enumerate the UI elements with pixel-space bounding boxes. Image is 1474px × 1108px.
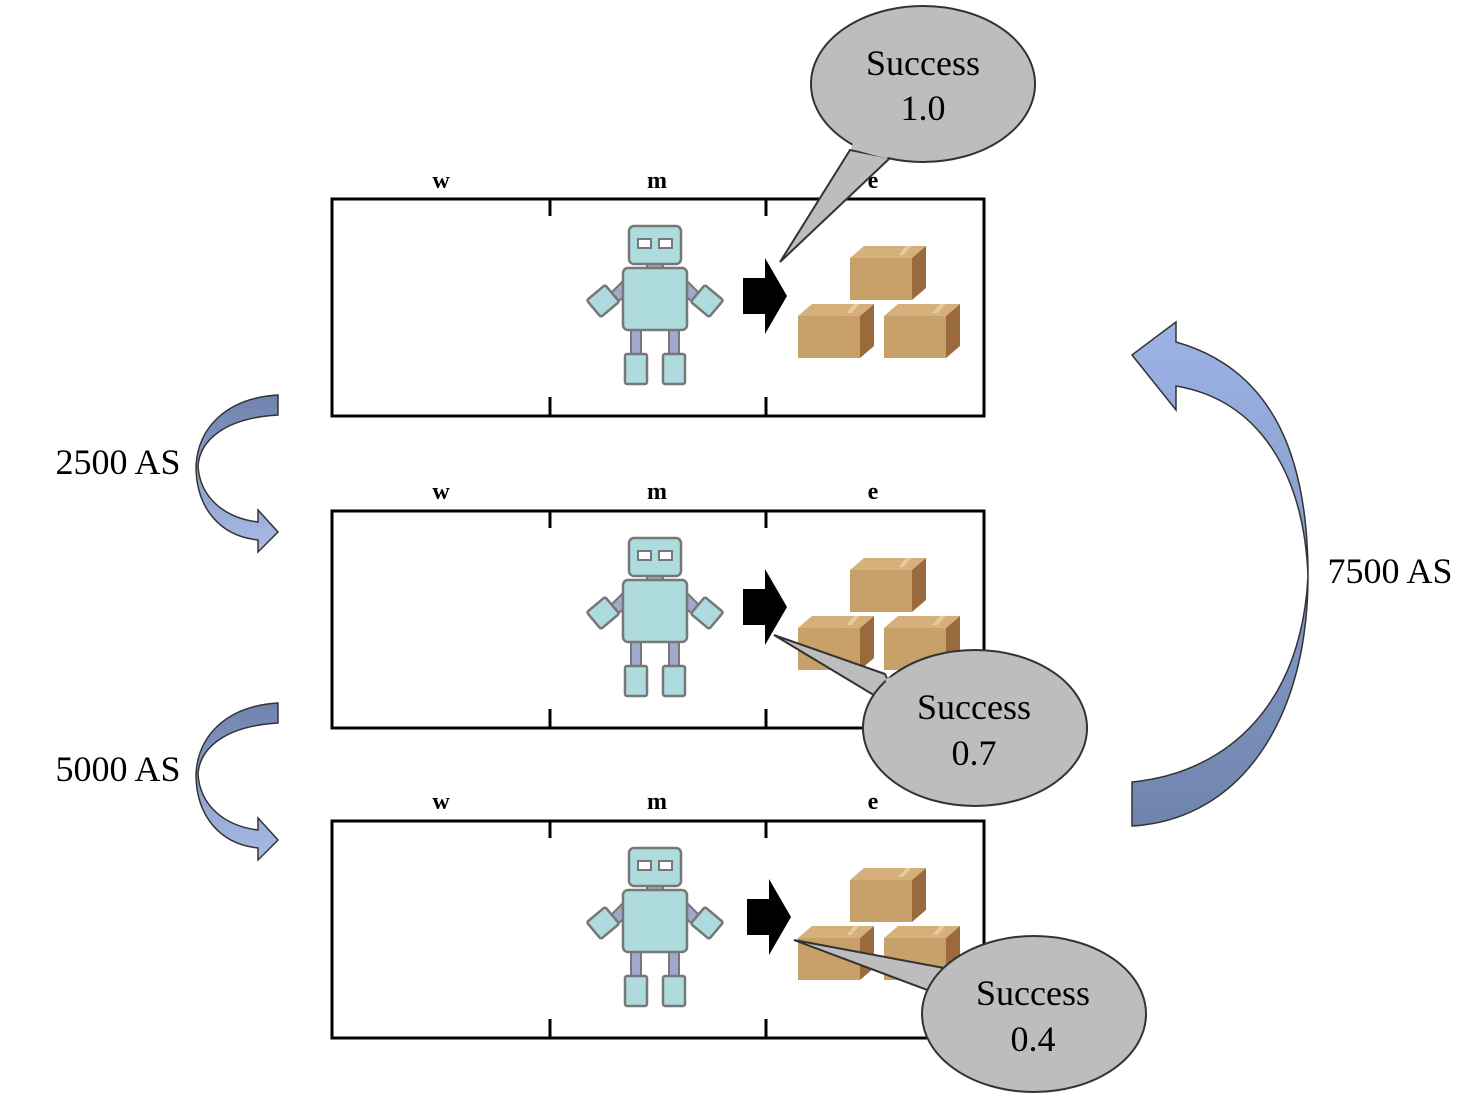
transition-label: 7500 AS: [1327, 551, 1452, 591]
curved-arrow-icon: [195, 702, 280, 862]
panel-3: w m e Success 0.4: [330, 789, 1147, 1093]
success-value: 0.7: [952, 733, 997, 773]
curved-arrow-2: 5000 AS: [55, 702, 280, 862]
curved-arrow-1: 2500 AS: [55, 394, 280, 554]
panel-2: w m e Success 0.7: [330, 479, 1088, 807]
zone-label-e: e: [868, 789, 879, 815]
zone-label-m: m: [647, 789, 667, 815]
success-value: 0.4: [1011, 1019, 1056, 1059]
transition-label: 2500 AS: [55, 442, 180, 482]
panel-1: w m e Success 1.0: [330, 5, 1036, 418]
success-label: Success: [917, 687, 1031, 727]
big-curved-arrow-icon: [1130, 320, 1309, 827]
success-bubble: Success 0.4: [793, 935, 1147, 1093]
transition-label: 5000 AS: [55, 749, 180, 789]
zone-label-w: w: [432, 168, 450, 194]
return-arrow: 7500 AS: [1130, 320, 1453, 827]
zone-label-w: w: [432, 479, 450, 505]
success-label: Success: [866, 43, 980, 83]
success-label: Success: [976, 973, 1090, 1013]
curved-arrow-icon: [195, 394, 280, 554]
zone-label-w: w: [432, 789, 450, 815]
success-value: 1.0: [901, 88, 946, 128]
zone-label-m: m: [647, 168, 667, 194]
zone-label-e: e: [868, 479, 879, 505]
zone-label-m: m: [647, 479, 667, 505]
zone-label-e: e: [868, 168, 879, 194]
success-bubble: Success 1.0: [779, 5, 1036, 263]
success-bubble: Success 0.7: [773, 634, 1088, 807]
